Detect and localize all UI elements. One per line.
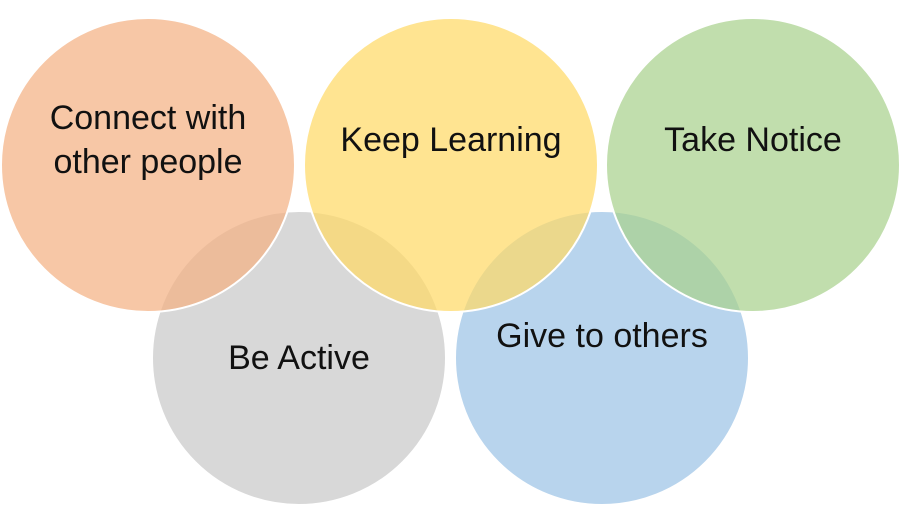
circle-connect [0,17,296,313]
circle-take-notice [605,17,901,313]
circle-keep-learning [303,17,599,313]
